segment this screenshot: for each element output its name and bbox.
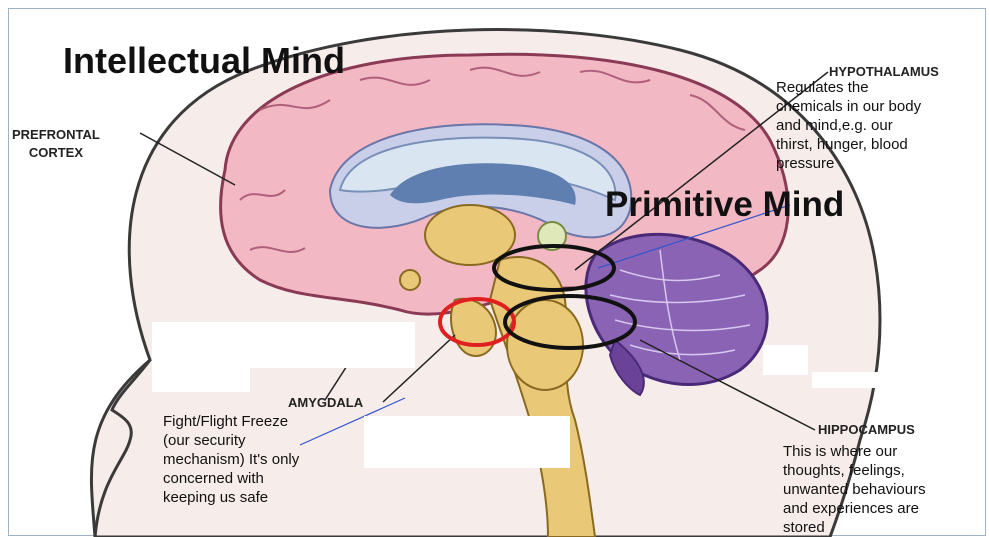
amygdala-desc-line: Fight/Flight Freeze	[163, 412, 299, 431]
hypothalamus-desc-line: chemicals in our body	[776, 97, 921, 116]
prefrontal-line-1: PREFRONTAL	[12, 126, 100, 144]
amygdala-label: AMYGDALA	[288, 395, 363, 410]
amygdala-desc-line: keeping us safe	[163, 488, 299, 507]
pituitary	[400, 270, 420, 290]
hypothalamus-desc-line: Regulates the	[776, 78, 921, 97]
amygdala-desc-line: mechanism) It's only	[163, 450, 299, 469]
amygdala-description: Fight/Flight Freeze (our security mechan…	[163, 412, 299, 507]
amygdala-desc-line: (our security	[163, 431, 299, 450]
hippocampus-description: This is where our thoughts, feelings, un…	[783, 442, 926, 537]
hypothalamus-desc-line: thirst, hunger, blood	[776, 135, 921, 154]
hippocampus-desc-line: unwanted behaviours	[783, 480, 926, 499]
hippocampus-desc-line: and experiences are	[783, 499, 926, 518]
hypothalamus-description: Regulates the chemicals in our body and …	[776, 78, 921, 173]
hippocampus-label: HIPPOCAMPUS	[818, 422, 915, 437]
hypothalamus-desc-line: pressure	[776, 154, 921, 173]
blank-label-box-left-lower	[152, 360, 250, 392]
hippocampus-desc-line: stored	[783, 518, 926, 537]
prefrontal-cortex-label: PREFRONTAL CORTEX	[12, 126, 100, 162]
primitive-mind-title: Primitive Mind	[605, 185, 844, 225]
hippocampus-desc-line: This is where our	[783, 442, 926, 461]
hypothalamus-label: HYPOTHALAMUS	[829, 64, 939, 79]
prefrontal-line-2: CORTEX	[12, 144, 100, 162]
hypothalamus-desc-line: and mind,e.g. our	[776, 116, 921, 135]
blank-label-box-right-lower	[812, 372, 982, 388]
hippocampus-desc-line: thoughts, feelings,	[783, 461, 926, 480]
blank-label-box-right	[763, 345, 808, 375]
amygdala-desc-line: concerned with	[163, 469, 299, 488]
intellectual-mind-title: Intellectual Mind	[63, 40, 345, 82]
blank-label-box-center	[364, 416, 570, 468]
